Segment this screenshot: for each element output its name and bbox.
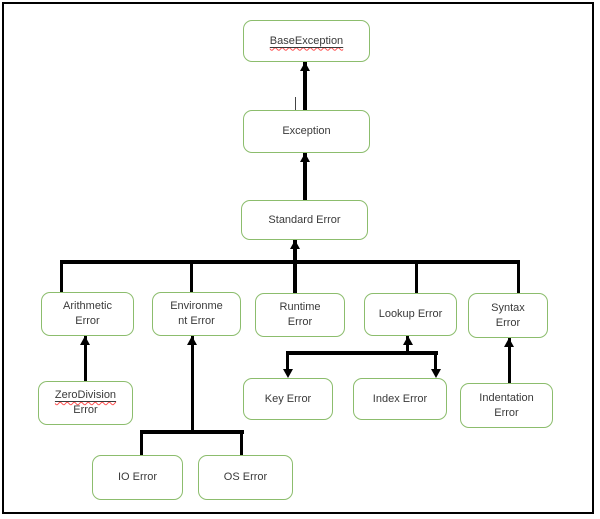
edge-standarderror-exception-arrowhead [300,153,310,162]
arrowhead-into-key-error [283,369,293,378]
node-key-error: Key Error [243,378,333,420]
edge-zerodivision-arithmetic-line [84,336,87,382]
node-standard-error: Standard Error [241,200,368,240]
node-exception: Exception [243,110,370,153]
node-arithmetic-error-label-line1: Arithmetic [63,300,112,312]
edge-zerodivision-arithmetic-arrowhead [80,336,90,345]
node-environment-error: Environme nt Error [152,292,241,336]
drop-to-io-error [140,432,143,455]
node-index-error-label: Index Error [372,392,428,405]
node-lookup-error: Lookup Error [364,293,457,336]
node-indentation-error-label-line2: Error [494,406,519,419]
edge-indentation-syntax-arrowhead [504,338,514,347]
node-syntax-error-label-line1: Syntax [491,301,525,314]
stray-cursor-mark [295,97,296,110]
edge-exception-baseexception-line [303,62,307,110]
arrowhead-into-index-error [431,369,441,378]
edge-io-os-environment-arrowhead [187,336,197,345]
node-exception-label: Exception [282,125,331,137]
node-base-exception-label: BaseException [269,34,344,47]
edge-lookup-stem-line [406,336,409,354]
node-base-exception: BaseException [243,20,370,62]
drop-to-environment-error [190,262,193,293]
drop-to-lookup-error [415,262,418,294]
node-syntax-error-label-line2: Error [495,316,521,329]
drop-to-index-error [434,353,437,371]
edge-exception-baseexception-arrowhead [300,62,310,71]
node-io-error: IO Error [92,455,183,500]
node-indentation-error-label-line1: Indentation [479,391,534,404]
edge-io-os-environment-line [191,336,194,433]
edge-bar-standarderror-line [293,240,297,264]
edge-bar-standarderror-arrowhead [290,240,300,249]
node-key-error-label: Key Error [264,392,312,405]
node-zero-division-error-label-line1: ZeroDivision [54,389,117,401]
distribution-bar [60,260,520,264]
drop-to-runtime-error [293,262,297,294]
node-os-error-label: OS Error [223,471,268,483]
io-os-bar [140,430,244,434]
drop-to-arithmetic-error [60,262,63,293]
drop-to-syntax-error [517,262,520,294]
node-lookup-error-label: Lookup Error [378,308,443,320]
node-runtime-error-label-line1: Runtime [279,301,321,313]
node-environment-error-label-line2: nt Error [178,315,215,327]
node-os-error: OS Error [198,455,293,500]
node-zero-division-error: ZeroDivision Error [38,381,133,425]
node-environment-error-label-line1: Environme [170,300,223,312]
edge-standarderror-exception-line [303,153,307,200]
edge-lookup-stem-arrowhead [403,336,413,345]
node-runtime-error: Runtime Error [255,293,345,337]
drop-to-os-error [240,432,243,455]
node-zero-division-error-label-line2: Error [73,404,98,416]
node-indentation-error: Indentation Error [460,383,553,428]
node-runtime-error-label-line2: Error [287,316,313,328]
edge-indentation-syntax-line [508,338,511,383]
drop-to-key-error [286,353,289,371]
key-index-bar [286,351,438,355]
node-arithmetic-error-label-line2: Error [75,315,100,327]
diagram-outer-frame [2,2,594,514]
node-arithmetic-error: Arithmetic Error [41,292,134,336]
node-index-error: Index Error [353,378,447,420]
node-standard-error-label: Standard Error [268,213,341,226]
node-syntax-error: Syntax Error [468,293,548,338]
node-io-error-label: IO Error [117,471,158,483]
